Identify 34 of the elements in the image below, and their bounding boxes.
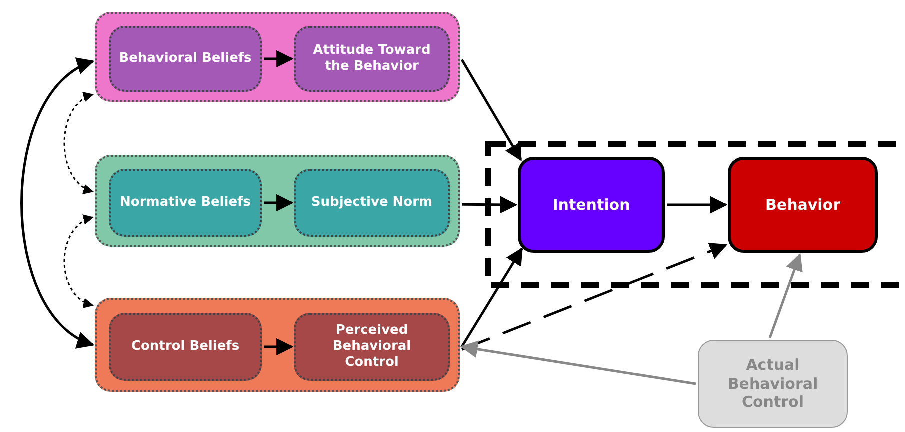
arrow bbox=[64, 216, 94, 307]
arrow bbox=[64, 94, 94, 193]
node-label: Attitude Toward the Behavior bbox=[312, 42, 432, 76]
arrow bbox=[20, 60, 95, 346]
process-box bbox=[698, 340, 848, 428]
node-label: Intention bbox=[552, 196, 630, 214]
process-box bbox=[728, 157, 878, 253]
process-box bbox=[294, 313, 450, 381]
arrow bbox=[264, 50, 294, 68]
arrow bbox=[462, 196, 518, 214]
group-band bbox=[95, 12, 460, 102]
arrow bbox=[667, 196, 728, 214]
node-label: Control Beliefs bbox=[131, 338, 240, 356]
group-band bbox=[95, 155, 460, 247]
arrow bbox=[264, 194, 294, 212]
arrow bbox=[460, 59, 522, 162]
arrow bbox=[460, 340, 696, 386]
process-box bbox=[109, 169, 262, 237]
process-box bbox=[518, 157, 665, 253]
group-band bbox=[95, 298, 460, 392]
process-box bbox=[109, 26, 262, 92]
node-label: Behavioral Beliefs bbox=[119, 50, 252, 68]
arrow bbox=[462, 242, 728, 351]
node-label: Actual Behavioral Control bbox=[726, 356, 820, 412]
arrow bbox=[264, 338, 294, 356]
process-box bbox=[294, 169, 450, 237]
process-box bbox=[294, 26, 450, 92]
arrow bbox=[460, 248, 524, 348]
arrow bbox=[768, 253, 803, 338]
node-label: Behavior bbox=[765, 196, 841, 214]
node-label: Subjective Norm bbox=[311, 194, 433, 212]
process-box bbox=[109, 313, 262, 381]
node-label: Perceived Behavioral Control bbox=[332, 322, 412, 372]
node-label: Normative Beliefs bbox=[120, 194, 251, 212]
